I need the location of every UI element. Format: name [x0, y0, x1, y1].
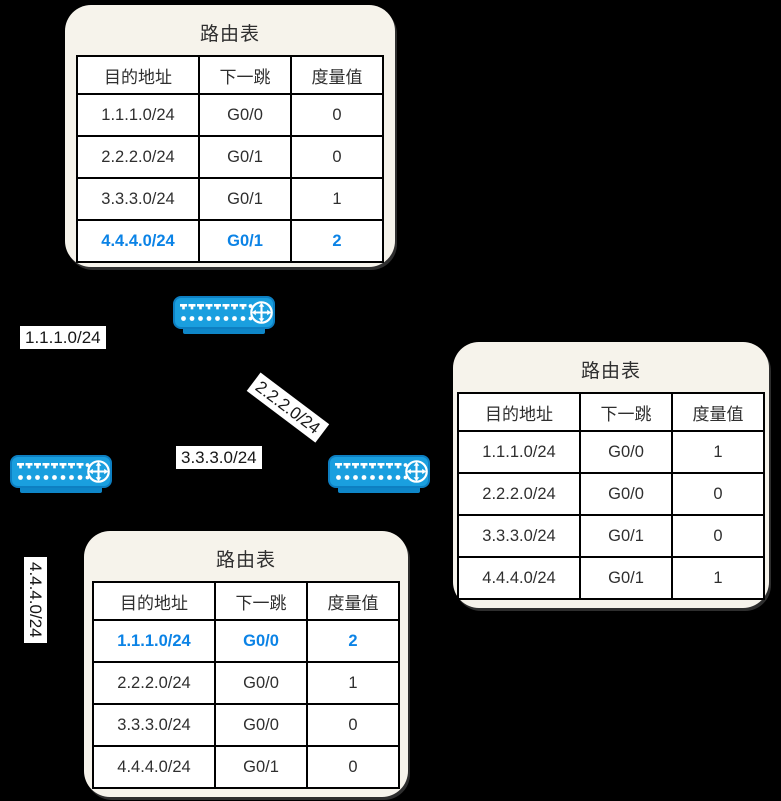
- cell-next-hop: G0/1: [198, 135, 292, 179]
- col-header-metric: 度量值: [671, 392, 765, 432]
- cell-next-hop: G0/0: [579, 430, 673, 474]
- cell-metric: 1: [306, 661, 400, 705]
- routing-table-top: 目的地址 下一跳 度量值 1.1.1.0/24 G0/0 0 2.2.2.0/2…: [76, 55, 384, 263]
- cell-destination: 3.3.3.0/24: [92, 703, 216, 747]
- col-header-next-hop: 下一跳: [214, 581, 308, 621]
- routing-table-right: 目的地址 下一跳 度量值 1.1.1.0/24 G0/0 1 2.2.2.0/2…: [457, 392, 765, 600]
- cell-metric: 2: [290, 219, 384, 263]
- network-label-4: 4.4.4.0/24: [24, 557, 47, 643]
- cell-next-hop: G0/0: [214, 619, 308, 663]
- cell-destination: 4.4.4.0/24: [92, 745, 216, 789]
- cell-destination: 1.1.1.0/24: [76, 93, 200, 137]
- routing-table-card-bottom: 路由表 目的地址 下一跳 度量值 1.1.1.0/24 G0/0 2 2.2.2…: [84, 531, 408, 797]
- table-row: 2.2.2.0/24 G0/0 0: [457, 472, 765, 516]
- routing-table-card-right: 路由表 目的地址 下一跳 度量值 1.1.1.0/24 G0/0 1 2.2.2…: [453, 342, 769, 608]
- col-header-metric: 度量值: [290, 55, 384, 95]
- table-header-row: 目的地址 下一跳 度量值: [76, 55, 384, 95]
- col-header-next-hop: 下一跳: [579, 392, 673, 432]
- table-row: 2.2.2.0/24 G0/0 1: [92, 661, 400, 705]
- cell-next-hop: G0/1: [214, 745, 308, 789]
- table-header-row: 目的地址 下一跳 度量值: [457, 392, 765, 432]
- table-row: 4.4.4.0/24 G0/1 0: [92, 745, 400, 789]
- table-row-highlighted: 4.4.4.0/24 G0/1 2: [76, 219, 384, 263]
- cell-next-hop: G0/1: [198, 177, 292, 221]
- table-row: 3.3.3.0/24 G0/1 1: [76, 177, 384, 221]
- router-icon: [10, 455, 112, 495]
- table-row: 1.1.1.0/24 G0/0 0: [76, 93, 384, 137]
- col-header-destination: 目的地址: [457, 392, 581, 432]
- cell-destination: 1.1.1.0/24: [457, 430, 581, 474]
- cell-destination: 3.3.3.0/24: [457, 514, 581, 558]
- routing-table-card-top: 路由表 目的地址 下一跳 度量值 1.1.1.0/24 G0/0 0 2.2.2…: [65, 5, 395, 267]
- cell-metric: 0: [290, 93, 384, 137]
- cell-destination: 2.2.2.0/24: [92, 661, 216, 705]
- cell-destination: 4.4.4.0/24: [457, 556, 581, 600]
- cell-metric: 1: [290, 177, 384, 221]
- col-header-destination: 目的地址: [92, 581, 216, 621]
- routing-table-title: 路由表: [580, 361, 641, 382]
- router-icon: [173, 296, 275, 336]
- cell-next-hop: G0/1: [198, 219, 292, 263]
- cell-metric: 0: [671, 472, 765, 516]
- cell-destination: 1.1.1.0/24: [92, 619, 216, 663]
- cell-destination: 3.3.3.0/24: [76, 177, 200, 221]
- network-label-1: 1.1.1.0/24: [20, 326, 106, 349]
- cell-metric: 1: [671, 430, 765, 474]
- router-icon: [328, 455, 430, 495]
- cell-destination: 2.2.2.0/24: [76, 135, 200, 179]
- network-label-2: 2.2.2.0/24: [246, 372, 329, 443]
- cell-next-hop: G0/0: [214, 703, 308, 747]
- table-row-highlighted: 1.1.1.0/24 G0/0 2: [92, 619, 400, 663]
- cell-metric: 0: [306, 745, 400, 789]
- cell-next-hop: G0/1: [579, 556, 673, 600]
- cell-metric: 1: [671, 556, 765, 600]
- cell-next-hop: G0/0: [198, 93, 292, 137]
- routing-table-title: 路由表: [215, 550, 276, 571]
- col-header-destination: 目的地址: [76, 55, 200, 95]
- table-row: 3.3.3.0/24 G0/0 0: [92, 703, 400, 747]
- col-header-metric: 度量值: [306, 581, 400, 621]
- table-row: 4.4.4.0/24 G0/1 1: [457, 556, 765, 600]
- cell-metric: 0: [306, 703, 400, 747]
- cell-destination: 2.2.2.0/24: [457, 472, 581, 516]
- cell-next-hop: G0/0: [214, 661, 308, 705]
- cell-metric: 0: [290, 135, 384, 179]
- table-row: 2.2.2.0/24 G0/1 0: [76, 135, 384, 179]
- table-row: 1.1.1.0/24 G0/0 1: [457, 430, 765, 474]
- network-label-3: 3.3.3.0/24: [176, 446, 262, 469]
- routing-table-title: 路由表: [199, 24, 260, 45]
- cell-next-hop: G0/0: [579, 472, 673, 516]
- routing-table-bottom: 目的地址 下一跳 度量值 1.1.1.0/24 G0/0 2 2.2.2.0/2…: [92, 581, 400, 789]
- col-header-next-hop: 下一跳: [198, 55, 292, 95]
- cell-destination: 4.4.4.0/24: [76, 219, 200, 263]
- table-row: 3.3.3.0/24 G0/1 0: [457, 514, 765, 558]
- cell-metric: 0: [671, 514, 765, 558]
- table-header-row: 目的地址 下一跳 度量值: [92, 581, 400, 621]
- cell-next-hop: G0/1: [579, 514, 673, 558]
- cell-metric: 2: [306, 619, 400, 663]
